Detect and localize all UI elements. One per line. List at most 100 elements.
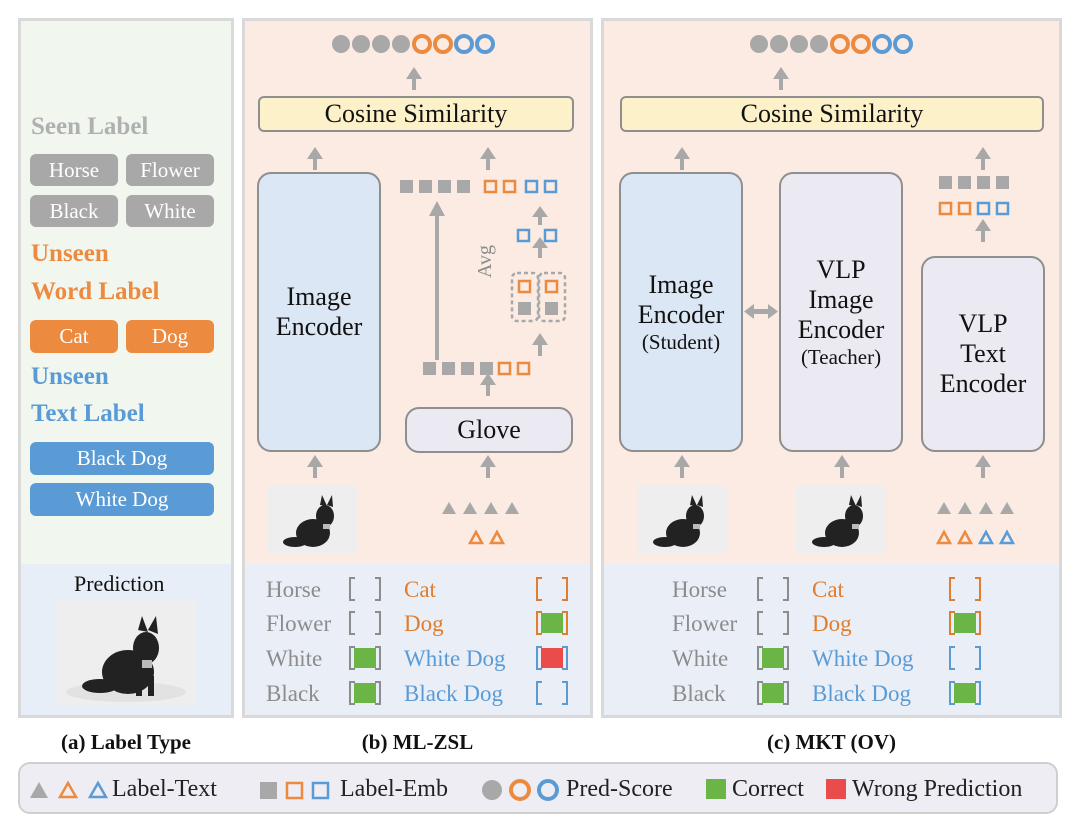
- caption-c: (c) MKT (OV): [766, 730, 897, 754]
- pred-score-circles-b: [332, 34, 495, 54]
- unseen-text-black-dog: Black Dog: [30, 442, 214, 475]
- unseen-text-title-1: Unseen: [31, 363, 109, 390]
- prediction-bracket: [349, 681, 381, 705]
- correct-mark: [541, 613, 563, 633]
- prediction-area-b: [245, 564, 590, 715]
- text-enc-line2: Text: [960, 339, 1006, 368]
- pred-b-left-3: Black: [266, 681, 320, 706]
- pred-c-left-3: Black: [672, 681, 726, 706]
- seen-label-title: Seen Label: [31, 113, 149, 140]
- dog-photo-icon: [56, 600, 196, 706]
- pred-b-right-1: Dog: [404, 611, 444, 636]
- teacher-encoder: VLP Image Encoder (Teacher): [779, 172, 903, 452]
- unseen-word-cat: Cat: [30, 320, 118, 353]
- prediction-bracket: [949, 646, 981, 670]
- diagram-b-graphics: [307, 67, 567, 545]
- prediction-bracket: [536, 577, 568, 601]
- legend-wrong: Wrong Prediction: [852, 776, 1023, 802]
- cosine-similarity-b: Cosine Similarity: [258, 96, 574, 132]
- prediction-bracket: [757, 577, 789, 601]
- prediction-bracket: [349, 611, 381, 635]
- dog-photo-icon: [796, 485, 886, 553]
- legend-label-text: Label-Text: [112, 776, 217, 802]
- pred-b-row-3: Black: [266, 681, 320, 707]
- prediction-bracket: [757, 646, 789, 670]
- student-line1: Image: [648, 269, 714, 299]
- wrong-mark: [541, 648, 563, 668]
- pred-b-right-3: Black Dog: [404, 681, 504, 706]
- correct-mark: [762, 683, 784, 703]
- pred-c-left-2: White: [672, 646, 729, 671]
- text-enc-line3: Encoder: [939, 369, 1027, 398]
- pred-c-brackets: [757, 577, 981, 705]
- glove-box: Glove: [405, 407, 573, 453]
- legend-correct: Correct: [732, 776, 804, 802]
- correct-mark: [762, 648, 784, 668]
- teacher-line3: Encoder: [797, 314, 885, 344]
- student-line3: (Student): [641, 329, 721, 354]
- teacher-line1: VLP: [816, 254, 866, 284]
- avg-label: Avg: [474, 245, 496, 278]
- legend-correct-square-icon: [706, 779, 726, 799]
- legend-pred-score: Pred-Score: [566, 776, 673, 802]
- seen-label-horse: Horse: [30, 154, 118, 186]
- prediction-area-c: [604, 564, 1059, 715]
- legend-triangles-icon: [30, 780, 109, 799]
- student-line2: Encoder: [637, 299, 725, 329]
- text-enc-line1: VLP: [958, 309, 1008, 338]
- seen-label-white: White: [126, 195, 214, 227]
- student-encoder: Image Encoder (Student): [619, 172, 743, 452]
- seen-label-flower: Flower: [126, 154, 214, 186]
- pred-c-left-1: Flower: [672, 611, 738, 636]
- prediction-bracket: [536, 611, 568, 635]
- unseen-word-title-1: Unseen: [31, 240, 109, 267]
- cosine-similarity-c: Cosine Similarity: [620, 96, 1044, 132]
- teacher-line2: Image: [808, 284, 874, 314]
- pred-b-right-2: White Dog: [404, 646, 506, 671]
- correct-mark: [954, 613, 976, 633]
- legend-squares-icon: [260, 781, 330, 800]
- prediction-bracket: [949, 611, 981, 635]
- pred-b-row-0: Horse: [266, 577, 321, 603]
- unseen-word-title-2: Word Label: [31, 278, 160, 305]
- legend-circles-icon: [482, 779, 559, 801]
- caption-a: (a) Label Type: [61, 730, 191, 754]
- prediction-bracket: [536, 646, 568, 670]
- unseen-text-title-2: Text Label: [31, 400, 145, 427]
- legend-label-emb: Label-Emb: [340, 776, 448, 802]
- pred-c-right-0: Cat: [812, 577, 844, 602]
- prediction-bracket: [349, 646, 381, 670]
- prediction-bracket: [949, 681, 981, 705]
- unseen-text-white-dog: White Dog: [30, 483, 214, 516]
- pred-b-row-1: Flower: [266, 611, 331, 637]
- caption-b: (b) ML-ZSL: [361, 730, 474, 754]
- pred-c-right-1: Dog: [812, 611, 852, 636]
- legend: Label-Text Label-Emb Pred-Score Correct …: [18, 762, 1058, 814]
- image-encoder-b-line2: Encoder: [275, 312, 363, 341]
- prediction-bracket: [949, 577, 981, 601]
- pred-b-brackets: [349, 577, 568, 705]
- pred-b-row-2: White: [266, 646, 322, 672]
- image-encoder-b: Image Encoder: [257, 172, 381, 452]
- seen-label-black: Black: [30, 195, 118, 227]
- pred-c-right-3: Black Dog: [812, 681, 912, 706]
- prediction-bracket: [536, 681, 568, 705]
- pred-b-left-1: Flower: [266, 611, 332, 636]
- dog-photo-icon: [267, 485, 357, 553]
- vlp-text-encoder: VLP Text Encoder: [921, 256, 1045, 452]
- teacher-line4: (Teacher): [800, 344, 882, 369]
- pred-b-left-0: Horse: [266, 577, 321, 602]
- prediction-title: Prediction: [74, 571, 165, 596]
- prediction-bracket: [349, 577, 381, 601]
- pred-c-left-0: Horse: [672, 577, 727, 602]
- correct-mark: [954, 683, 976, 703]
- legend-wrong-square-icon: [826, 779, 846, 799]
- pred-c-right-2: White Dog: [812, 646, 914, 671]
- image-encoder-b-line1: Image: [286, 282, 352, 311]
- dog-photo-icon: [637, 485, 727, 553]
- prediction-bracket: [757, 681, 789, 705]
- pred-b-right-0: Cat: [404, 577, 436, 602]
- diagram-c-graphics: [674, 67, 1016, 545]
- correct-mark: [354, 683, 376, 703]
- pred-b-left-2: White: [266, 646, 323, 671]
